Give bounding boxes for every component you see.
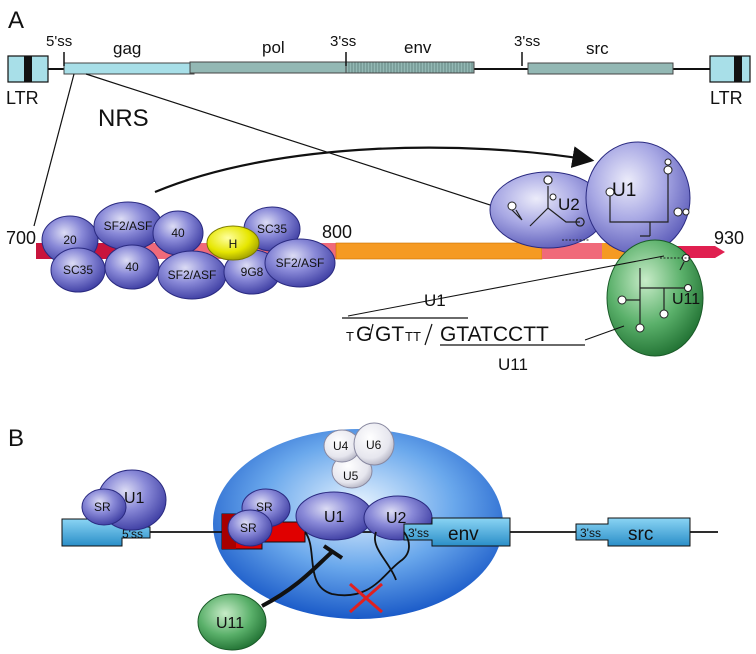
protein-sf2-asf-right [264, 238, 336, 288]
gag-label: gag [113, 39, 141, 58]
seq-pointer-upper [347, 255, 665, 317]
ss3-env-label: 3'ss [330, 33, 356, 50]
seq-small-t: T [346, 329, 354, 344]
env-gene-bar [345, 61, 475, 74]
exon-env [403, 517, 511, 547]
protein-20-label: 20 [63, 233, 77, 247]
sr-left-label: SR [94, 500, 111, 514]
protein-sc35-right-label: SC35 [257, 222, 287, 236]
protein-40-bottom-label: 40 [125, 260, 139, 274]
interaction-arrow [154, 146, 595, 194]
nrs-label: NRS [98, 105, 149, 132]
intron-branch [374, 531, 397, 581]
ss3-src-label: 3'ss [514, 33, 540, 50]
src-3ss-label: 3'ss [580, 526, 601, 540]
intron-loop [304, 531, 410, 597]
u2-snrnp [489, 171, 607, 249]
ltr-right-label: LTR [710, 88, 743, 108]
u2-mid-label: U2 [386, 510, 407, 527]
ltr-right-box [709, 55, 751, 83]
seq-pointer-lower [584, 325, 625, 341]
u6-snrnp [353, 422, 395, 466]
protein-cluster: 20 SF2/ASF 40 H SC35 SC35 40 SF2/ASF 9G8… [41, 201, 336, 300]
u11-panel-b-label: U11 [216, 615, 244, 632]
protein-9g8-label: 9G8 [241, 265, 264, 279]
protein-sf2-asf-bottom-label: SF2/ASF [168, 268, 217, 282]
exon-src [575, 517, 691, 547]
u1-snrnp [585, 141, 691, 255]
left-5ss-label: 5'ss [122, 527, 143, 541]
sr-top-label: SR [256, 500, 273, 514]
protein-h-label: H [229, 237, 238, 251]
u1-mid-label: U1 [324, 509, 345, 526]
env-label: env [404, 38, 432, 57]
seq-u11-label: U11 [498, 355, 528, 374]
src-label: src [586, 39, 609, 58]
pol-label: pol [262, 38, 285, 57]
u6-label: U6 [366, 438, 382, 452]
tri-snrnp [323, 422, 395, 489]
env-3ss-label: 3'ss [408, 526, 429, 540]
nrs-orange-segment [335, 242, 543, 260]
seq-g: G [356, 323, 372, 346]
u11-label: U11 [672, 291, 700, 308]
u5-label: U5 [343, 469, 359, 483]
env-exon-label: env [448, 524, 479, 545]
panel-b-label: B [8, 425, 24, 452]
seq-u1-label: U1 [424, 291, 446, 310]
pos-700-label: 700 [6, 228, 36, 248]
seq-gt: GT [375, 323, 404, 346]
u11-panel-b [197, 593, 267, 651]
ltr-left-box [7, 55, 49, 83]
protein-h [206, 225, 260, 261]
gag-gene-bar [63, 62, 195, 75]
zoom-line-right [85, 73, 519, 215]
src-exon-label: src [628, 524, 653, 545]
protein-sf2-asf-top-label: SF2/ASF [104, 219, 153, 233]
src-gene-bar [527, 62, 674, 75]
seq-small-tt: TT [405, 329, 421, 344]
u1-left-label: U1 [124, 490, 145, 507]
u11-inhibition-line [261, 550, 334, 608]
sr-left [81, 488, 127, 526]
inhibition-bar [322, 544, 344, 560]
sr-mid-label: SR [240, 521, 257, 535]
inhibition-cross [349, 582, 383, 614]
u11-snrnp [606, 239, 704, 357]
sr-mid [227, 509, 273, 547]
pos-800-label: 800 [322, 222, 352, 242]
pol-gene-bar [189, 61, 349, 74]
pos-930-label: 930 [714, 228, 744, 248]
seq-split-1 [368, 323, 374, 341]
protein-sf2-asf-right-label: SF2/ASF [276, 256, 325, 270]
seq-split-2 [424, 323, 433, 346]
u1-label: U1 [612, 180, 636, 201]
protein-40-top-label: 40 [171, 226, 185, 240]
zoom-line-left [33, 73, 75, 227]
u2-label: U2 [558, 195, 580, 214]
ltr-left-label: LTR [6, 88, 39, 108]
ss5-label: 5'ss [46, 33, 72, 50]
protein-40-bottom [104, 244, 160, 290]
seq-gtatcctt: GTATCCTT [440, 323, 549, 346]
panel-a-label: A [8, 7, 24, 34]
protein-sc35-left-label: SC35 [63, 263, 93, 277]
u4-label: U4 [333, 439, 349, 453]
